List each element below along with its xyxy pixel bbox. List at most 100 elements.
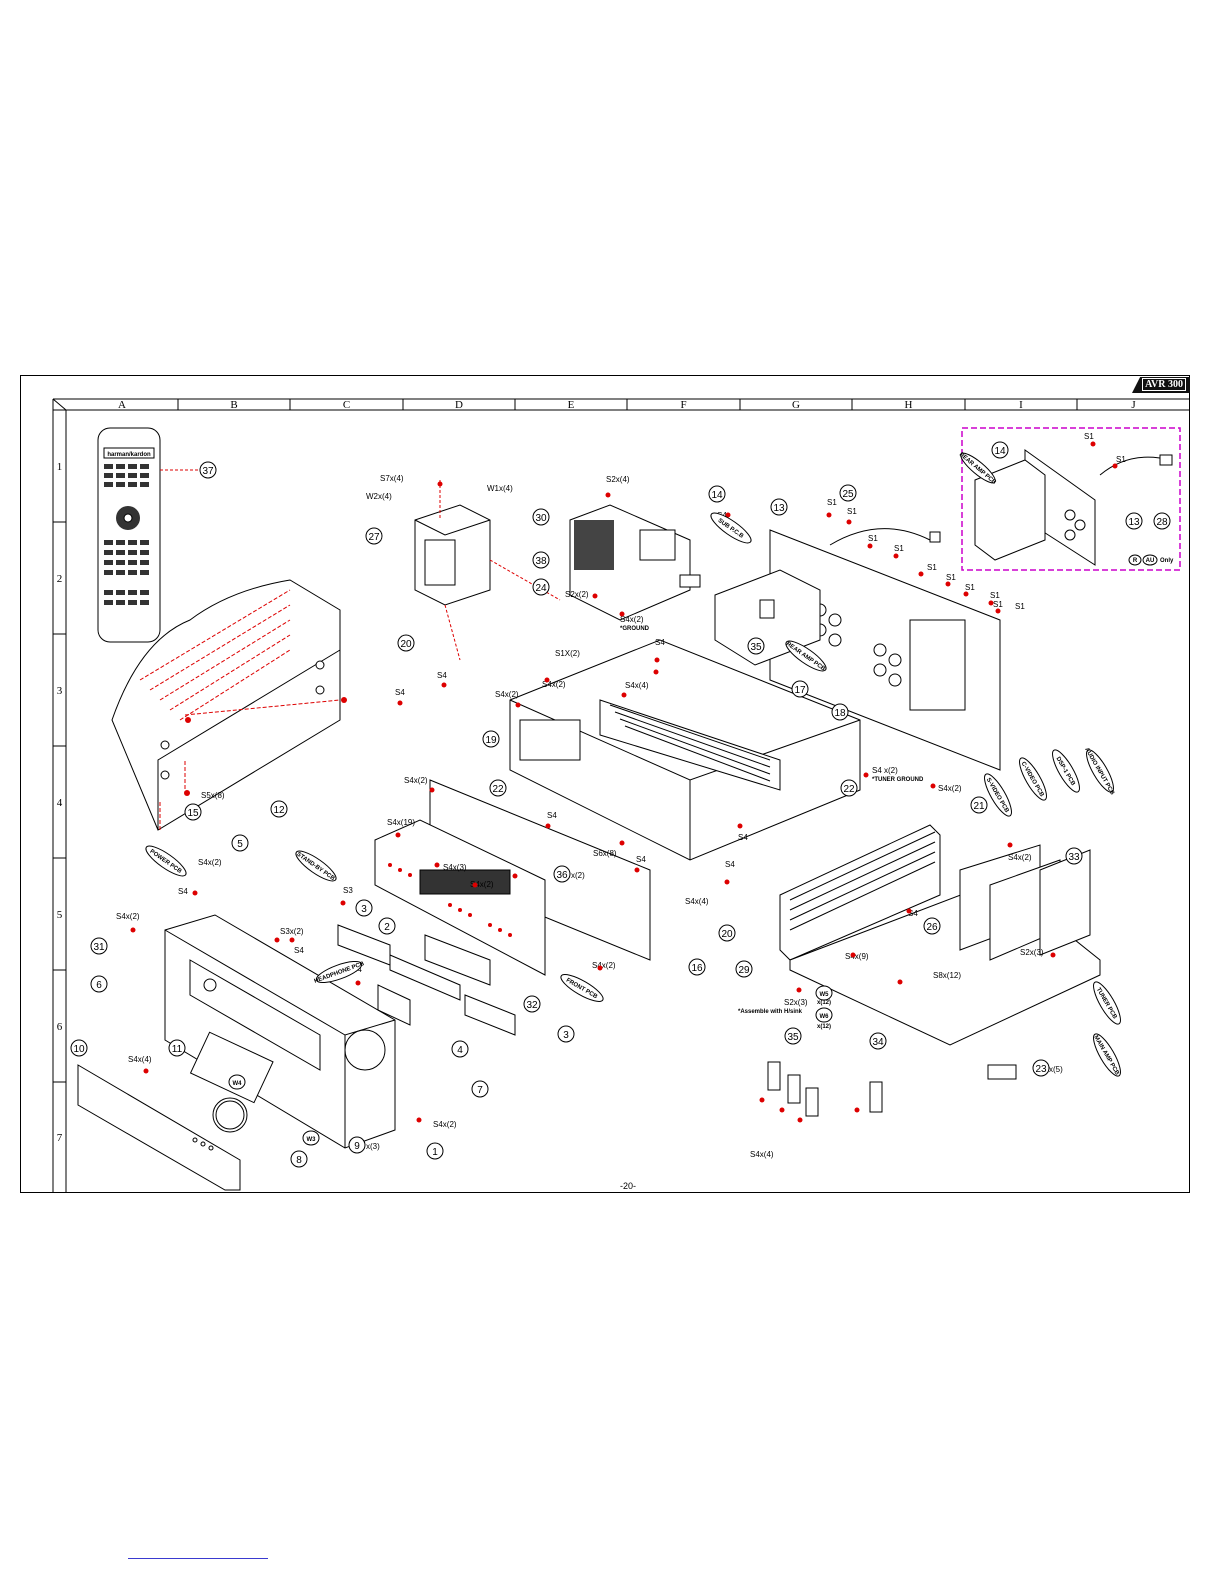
screw-label: S4x(2) [938, 784, 962, 793]
svg-text:AU: AU [1146, 558, 1155, 564]
svg-text:AUDIO INPUT PCB: AUDIO INPUT PCB [1083, 747, 1115, 797]
screw-marker [724, 879, 730, 885]
screw-label: S2x(3) [1020, 948, 1044, 957]
screw-label-s1: S1 [847, 507, 857, 516]
pcb-tag: S-VIDEO PCB [984, 773, 1012, 817]
svg-text:31: 31 [93, 942, 105, 953]
washer-w5: W5 [815, 985, 833, 1001]
callout-37: 37 [199, 461, 217, 479]
screw-label: S4x(2) [470, 880, 494, 889]
screw-label-s1: S1 [1015, 602, 1025, 611]
screw-label-s1: S1 [827, 498, 837, 507]
svg-text:Only: Only [1160, 558, 1174, 564]
grid-row-label: 3 [57, 685, 63, 697]
svg-text:18: 18 [834, 708, 846, 719]
callout-34: 34 [869, 1032, 887, 1050]
svg-text:36: 36 [556, 870, 568, 881]
callout-33: 33 [1065, 847, 1083, 865]
svg-text:6: 6 [96, 980, 102, 991]
screw-label: W2x(4) [366, 492, 392, 501]
screw-marker [945, 581, 951, 587]
grid-col-label: C [343, 399, 350, 411]
callout-38: 38 [532, 551, 550, 569]
screw-label: S4 [725, 860, 735, 869]
callout-14: 14 [991, 441, 1009, 459]
grid-row-label: 6 [57, 1021, 63, 1033]
screw-label-s1: S1 [868, 534, 878, 543]
washer-qty: x(12) [817, 1024, 831, 1030]
svg-text:13: 13 [773, 503, 785, 514]
callout-31: 31 [90, 937, 108, 955]
svg-text:9: 9 [354, 1141, 360, 1152]
svg-text:7: 7 [477, 1085, 483, 1096]
screw-marker [441, 682, 447, 688]
svg-text:14: 14 [711, 490, 723, 501]
callout-21: 21 [970, 796, 988, 814]
screw-label: S4x(2) [592, 961, 616, 970]
screw-marker [274, 937, 280, 943]
grid-col-label: B [230, 399, 237, 411]
screw-label: S1X(2) [555, 649, 580, 658]
screw-label: W1x(4) [487, 484, 513, 493]
callout-36: 36 [553, 865, 571, 883]
washer-w4: W4 [228, 1074, 246, 1090]
pcb-tag: MAIN AMP PCB [1092, 1033, 1121, 1077]
callout-13: 13 [1125, 512, 1143, 530]
screw-marker [854, 1107, 860, 1113]
svg-text:26: 26 [926, 922, 938, 933]
screw-marker [779, 1107, 785, 1113]
volume-knob [212, 1097, 248, 1133]
screw-marker [995, 608, 1001, 614]
svg-text:1: 1 [432, 1147, 438, 1158]
screw-marker [355, 980, 361, 986]
grid-col-label: D [455, 399, 463, 411]
callout-1: 1 [426, 1142, 444, 1160]
screw-label: x(2) [571, 871, 585, 880]
callout-32: 32 [523, 995, 541, 1013]
grid-row-label: 7 [57, 1132, 63, 1144]
svg-text:29: 29 [738, 965, 750, 976]
pcb-tag: STAND-BY PCB [295, 850, 337, 883]
screw-marker [545, 823, 551, 829]
screw-marker [918, 571, 924, 577]
speaker-terminals [767, 1061, 883, 1117]
callout-6: 6 [90, 975, 108, 993]
page-number: -20- [620, 1181, 637, 1191]
svg-text:STAND-BY PCB: STAND-BY PCB [295, 852, 336, 883]
svg-text:24: 24 [535, 583, 547, 594]
screw-label: S4x(4) [750, 1150, 774, 1159]
screw-marker [472, 882, 478, 888]
washer-qty: x(12) [817, 1000, 831, 1006]
screw-marker [416, 1117, 422, 1123]
screw-marker [654, 657, 660, 663]
callout-25: 25 [839, 484, 857, 502]
svg-text:33: 33 [1068, 852, 1080, 863]
top-cover [111, 579, 341, 831]
chassis [509, 639, 861, 861]
model-badge: AVR 300 [1132, 377, 1190, 393]
screw-label-s1: S1 [990, 591, 1000, 600]
front-panel [164, 914, 396, 1149]
svg-text:14: 14 [994, 446, 1006, 457]
washer-w6: W6 [815, 1007, 833, 1023]
link-underline [128, 1558, 268, 1559]
callout-26: 26 [923, 917, 941, 935]
grid-col-label: A [118, 399, 126, 411]
screw-label: S4 [738, 833, 748, 842]
callout-24: 24 [532, 578, 550, 596]
screw-marker [867, 543, 873, 549]
screw-label: S6x(8) [593, 849, 617, 858]
screw-label: S4 [395, 688, 405, 697]
screw-marker [1112, 463, 1118, 469]
callout-11: 11 [168, 1039, 186, 1057]
svg-text:W6: W6 [820, 1014, 830, 1020]
screw-label: S4x(19) [387, 818, 415, 827]
callout-22: 22 [840, 779, 858, 797]
screw-label: S4 [655, 638, 665, 647]
grid-col-label: J [1131, 399, 1136, 411]
callout-30: 30 [532, 508, 550, 526]
svg-text:21: 21 [973, 801, 985, 812]
screw-label: S4x(9) [845, 952, 869, 961]
screw-label: S4x(4) [685, 897, 709, 906]
